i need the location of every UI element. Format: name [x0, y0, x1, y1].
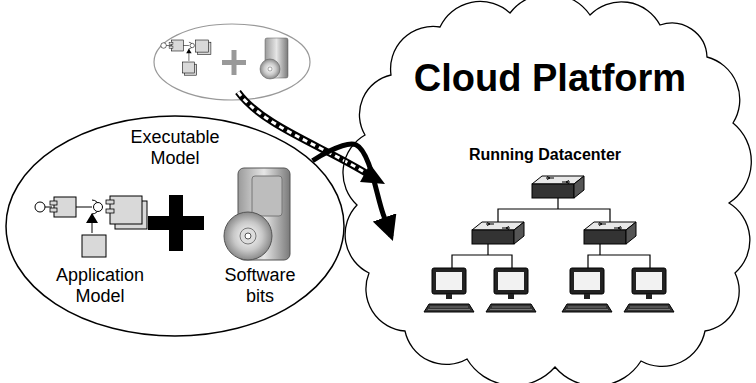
switch [584, 222, 636, 244]
small-software-box [260, 38, 288, 79]
switch [472, 222, 524, 244]
small-application-model [161, 40, 211, 75]
icon-caption: Software bits [210, 265, 310, 306]
dashed-arrow-dash [238, 92, 366, 173]
small-plus [222, 50, 246, 75]
small-model-ellipse [154, 24, 310, 100]
network-links [452, 198, 650, 268]
software-box-icon [224, 168, 290, 260]
flow-arrow [313, 144, 392, 236]
cloud-shape: Cloud PlatformRunning Datacenter [345, 5, 747, 378]
model-ellipse: Executable ModelApplication Model Softwar… [5, 115, 345, 337]
computer [624, 268, 674, 312]
big-plus [148, 195, 204, 251]
group-title: Executable Model [120, 127, 230, 168]
core-switch [532, 176, 584, 198]
icon-caption: Application Model [40, 265, 160, 306]
computer [486, 268, 536, 312]
computer [424, 268, 474, 312]
dashed-arrow [238, 92, 366, 173]
ellipse-border [6, 116, 344, 336]
computer [562, 268, 612, 312]
datacenter-label: Running Datacenter [445, 146, 645, 164]
application-model-icon [35, 196, 147, 257]
cloud-title: Cloud Platform [385, 57, 715, 101]
cloud-border [343, 0, 751, 383]
